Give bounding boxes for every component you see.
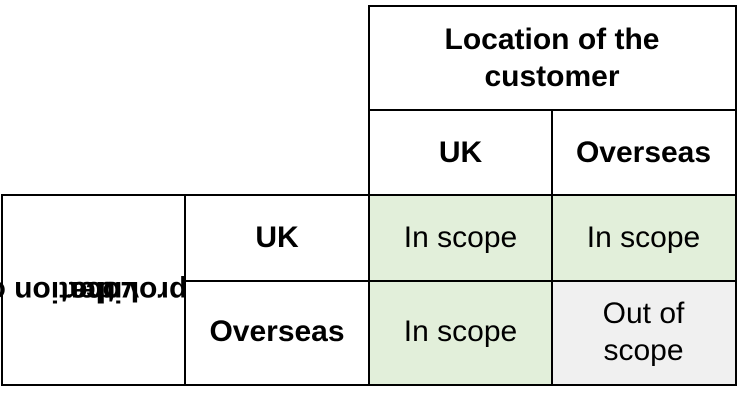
grid-line bbox=[735, 5, 737, 386]
customer-location-header: Location of the customer bbox=[369, 7, 735, 110]
cell-overseas-uk: In scope bbox=[369, 281, 552, 384]
grid-line bbox=[368, 5, 737, 7]
column-header-uk: UK bbox=[369, 111, 552, 196]
grid-line bbox=[185, 280, 737, 282]
cell-uk-overseas-text: In scope bbox=[586, 221, 701, 255]
customer-location-label: Location of the customer bbox=[444, 22, 660, 93]
cell-uk-uk: In scope bbox=[369, 196, 552, 281]
grid-line bbox=[184, 194, 186, 386]
cell-overseas-overseas: Out of scope bbox=[552, 281, 735, 384]
row-header-overseas: Overseas bbox=[185, 281, 369, 384]
row-header-uk: UK bbox=[185, 196, 369, 281]
column-header-uk-label: UK bbox=[438, 136, 483, 170]
cell-uk-uk-text: In scope bbox=[403, 221, 518, 255]
cell-uk-overseas: In scope bbox=[552, 196, 735, 281]
grid-line bbox=[368, 5, 370, 386]
grid-line bbox=[1, 194, 3, 386]
column-header-overseas: Overseas bbox=[552, 111, 735, 196]
column-header-overseas-label: Overseas bbox=[575, 136, 712, 170]
provider-location-label: Location of the provider bbox=[0, 210, 188, 372]
provider-location-header: Location of the provider bbox=[0, 196, 188, 386]
cell-overseas-uk-text: In scope bbox=[403, 315, 518, 349]
cell-overseas-overseas-text: Out of scope bbox=[602, 296, 685, 367]
grid-line bbox=[551, 109, 553, 386]
row-header-uk-label: UK bbox=[255, 221, 299, 255]
row-header-overseas-label: Overseas bbox=[209, 315, 345, 349]
